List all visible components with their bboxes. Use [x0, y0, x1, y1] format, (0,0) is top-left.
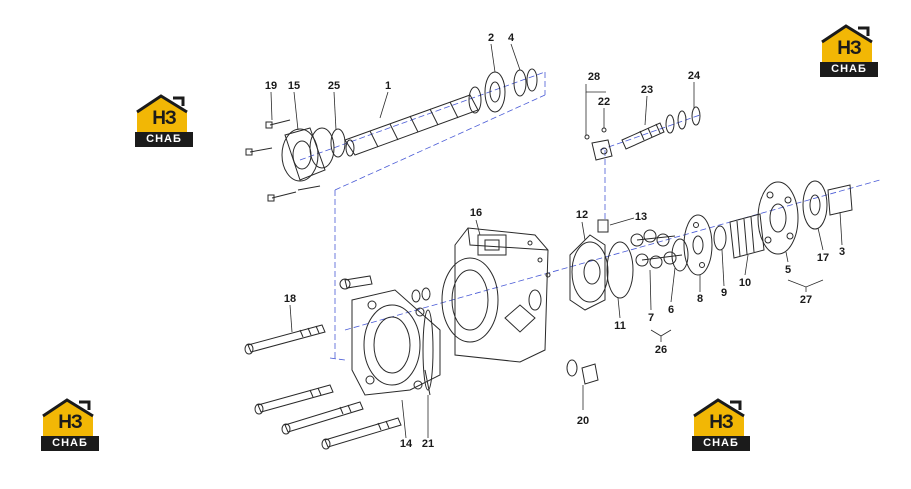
part-label-21: 21 — [421, 438, 435, 450]
part-label-15: 15 — [287, 80, 301, 92]
rings-part-24 — [665, 106, 701, 134]
part-label-23: 23 — [640, 84, 654, 96]
plate-part-8 — [683, 214, 713, 276]
bearing-part-2 — [484, 71, 506, 113]
part-label-6: 6 — [667, 304, 675, 316]
part-label-22: 22 — [597, 96, 611, 108]
part-label-16: 16 — [469, 207, 483, 219]
part-label-2: 2 — [487, 32, 495, 44]
part-label-12: 12 — [575, 209, 589, 221]
logo-roof-icon — [136, 94, 188, 132]
brand-logo: НЗ СНАБ — [690, 396, 752, 456]
small-parts-near-cover — [339, 275, 431, 303]
long-bolts-part-18 — [244, 324, 402, 450]
spring-pack-part-10 — [729, 213, 765, 259]
spring-part-9 — [713, 225, 727, 251]
logo-plate: СНАБ — [41, 436, 99, 451]
part-label-14: 14 — [399, 438, 413, 450]
centerlines — [299, 71, 881, 361]
plug-part-20 — [566, 359, 599, 385]
leader-lines — [270, 43, 843, 439]
pistons-part-7 — [630, 229, 683, 269]
housing-part-16 — [441, 227, 551, 363]
pin-part-21 — [424, 369, 431, 396]
part-label-19: 19 — [264, 80, 278, 92]
part-label-8: 8 — [696, 293, 704, 305]
part-label-9: 9 — [720, 287, 728, 299]
spool-part-23 — [621, 122, 665, 150]
logo-mark: НЗ — [58, 412, 83, 433]
cylinder-block-part-5 — [757, 181, 799, 255]
end-cover-part-14 — [351, 289, 441, 396]
brand-logo: НЗ СНАБ — [133, 92, 195, 152]
logo-roof-icon — [42, 398, 94, 436]
retainer-part-6 — [671, 238, 689, 272]
logo-roof-icon — [693, 398, 745, 436]
logo-mark: НЗ — [709, 412, 734, 433]
shaft-end-part-3 — [827, 184, 853, 216]
ring-part-4 — [513, 68, 538, 97]
logo-roof-icon — [821, 24, 873, 62]
part-label-7: 7 — [647, 312, 655, 324]
shaft-part-1 — [344, 94, 479, 157]
bolts-part-19 — [245, 119, 321, 202]
part-label-25: 25 — [327, 80, 341, 92]
part-label-13: 13 — [634, 211, 648, 223]
part-label-11: 11 — [614, 320, 626, 332]
part-label-5: 5 — [784, 264, 792, 276]
flange-part-15 — [281, 127, 335, 182]
block-part-13 — [597, 219, 609, 233]
part-label-10: 10 — [738, 277, 752, 289]
logo-plate: СНАБ — [820, 62, 878, 77]
logo-mark: НЗ — [152, 108, 177, 129]
part-label-3: 3 — [838, 246, 846, 258]
part-label-26: 26 — [654, 344, 668, 356]
part-label-24: 24 — [687, 70, 701, 82]
logo-mark: НЗ — [837, 38, 862, 59]
part-label-17: 17 — [816, 252, 830, 264]
part-label-28: 28 — [587, 71, 601, 83]
part-label-18: 18 — [283, 293, 297, 305]
brand-logo: НЗ СНАБ — [39, 396, 101, 456]
swash-plate-part-12 — [569, 234, 609, 311]
part-label-27: 27 — [799, 294, 813, 306]
bearing-part-17 — [802, 180, 828, 230]
logo-plate: СНАБ — [135, 132, 193, 147]
plate-part-11 — [606, 241, 634, 299]
part-label-20: 20 — [576, 415, 590, 427]
brand-logo: НЗ СНАБ — [818, 22, 880, 82]
logo-plate: СНАБ — [692, 436, 750, 451]
part-label-4: 4 — [507, 32, 515, 44]
valve-body-part-22 — [584, 127, 613, 161]
part-label-1: 1 — [384, 80, 392, 92]
seal-part-25 — [330, 128, 346, 158]
